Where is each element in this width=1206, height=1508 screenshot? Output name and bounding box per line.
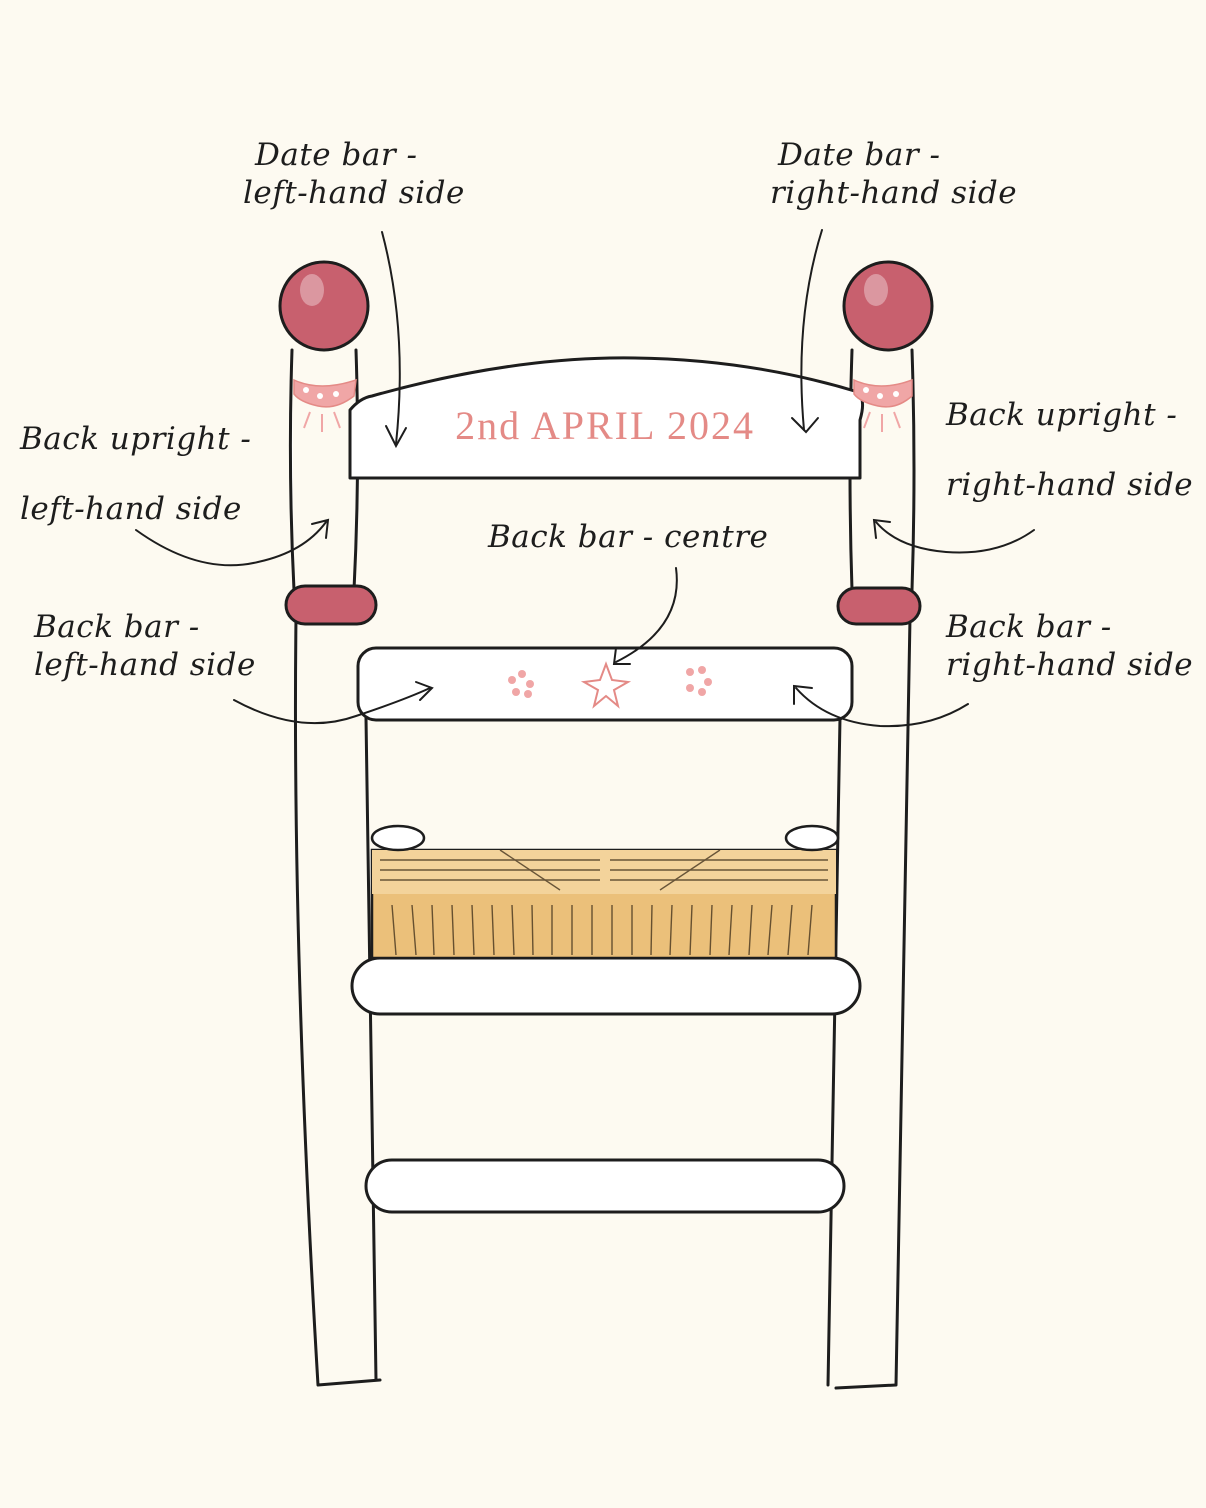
annotation-arrows — [135, 229, 1035, 728]
right-collar — [836, 586, 922, 626]
arrow-back-bar-left — [233, 687, 431, 725]
arrow-back-upright-left — [135, 521, 327, 567]
label-back-upright-right: Back upright - right-hand side — [946, 397, 1194, 503]
label-back-bar-left: Back bar - left-hand side — [34, 609, 256, 683]
label-back-bar-right: Back bar - right-hand side — [946, 609, 1194, 683]
back-bar — [356, 646, 854, 722]
right-knob — [842, 260, 934, 352]
seat-front-bar — [350, 956, 862, 1016]
rush-seat — [370, 824, 840, 960]
date-bar-text: 2nd APRIL 2024 — [455, 403, 755, 448]
left-leg — [293, 616, 382, 1387]
back-bar-decorations — [508, 661, 712, 709]
left-collar — [284, 584, 378, 626]
arrow-date-bar-right — [800, 229, 823, 431]
bottom-stretcher — [364, 1158, 846, 1214]
arrow-back-bar-centre — [615, 567, 678, 663]
upright-decorations — [293, 378, 913, 408]
label-date-bar-left: Date bar - left-hand side — [243, 137, 465, 211]
arrow-back-bar-right — [795, 687, 969, 728]
arrow-date-bar-left — [381, 231, 401, 445]
label-date-bar-right: Date bar - right-hand side — [770, 137, 1018, 211]
label-back-upright-left: Back upright - left-hand side — [20, 421, 252, 527]
left-upright-upper — [288, 348, 296, 592]
arrow-back-upright-right — [875, 521, 1035, 554]
knobs — [278, 260, 934, 352]
label-back-bar-centre: Back bar - centre — [488, 519, 769, 555]
right-leg — [834, 616, 912, 1390]
left-knob — [278, 260, 370, 352]
